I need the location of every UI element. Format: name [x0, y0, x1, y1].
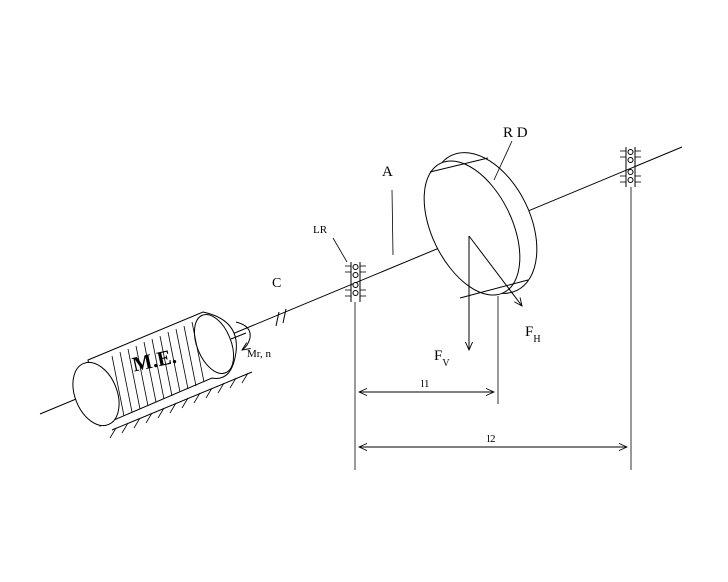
torque-label: Mr, n	[247, 348, 272, 360]
bearing-right	[620, 147, 641, 187]
ground-support	[109, 371, 253, 439]
coupling-label: C	[272, 276, 281, 291]
disk: R D	[423, 125, 538, 299]
shaft-label: A	[382, 164, 393, 180]
torque-arrow: Mr, n	[235, 321, 272, 360]
electric-motor: M.E.	[72, 311, 247, 427]
bearing-left: LR	[313, 224, 366, 302]
force-h-label: FH	[525, 324, 541, 345]
disk-label: R D	[503, 125, 528, 141]
force-v-label: FV	[434, 348, 450, 369]
forces: FV FH	[434, 235, 541, 369]
shaft-label-group: A	[382, 164, 394, 256]
dim-l1-label: l1	[421, 378, 430, 390]
dimensions: l1 l2	[354, 187, 632, 470]
coupling: C	[272, 276, 287, 327]
bearing-label: LR	[313, 224, 328, 236]
dim-l2-label: l2	[487, 433, 496, 445]
